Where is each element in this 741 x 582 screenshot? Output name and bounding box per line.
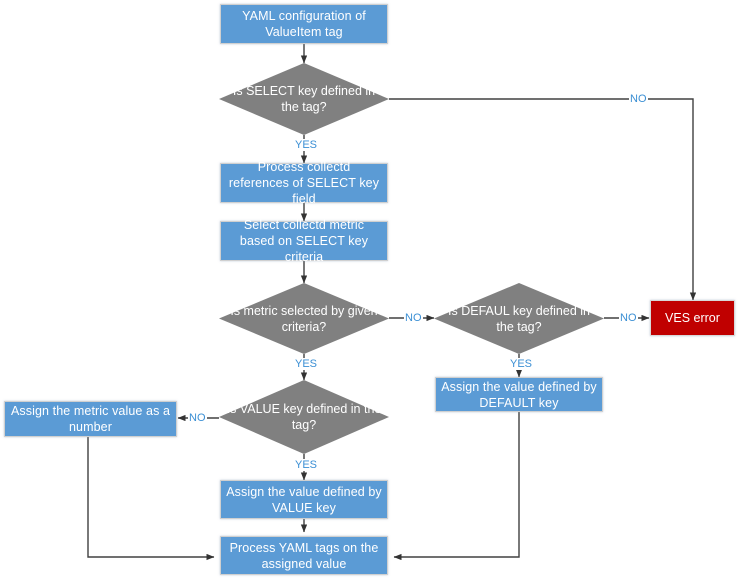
edge-assignnumber-to-processyaml bbox=[87, 437, 215, 561]
node-decision-value-label: Is VALUE key defined in the tag? bbox=[226, 402, 382, 432]
node-assign-default-label: Assign the value defined by DEFAULT key bbox=[441, 379, 597, 410]
node-start[interactable]: YAML configuration of ValueItem tag bbox=[220, 4, 388, 44]
node-decision-value[interactable]: Is VALUE key defined in the tag? bbox=[219, 380, 389, 454]
node-select-metric-label: Select collectd metric based on SELECT k… bbox=[239, 218, 369, 264]
node-process-yaml-tags[interactable]: Process YAML tags on the assigned value bbox=[220, 536, 388, 575]
node-assign-default[interactable]: Assign the value defined by DEFAULT key bbox=[435, 377, 603, 412]
node-decision-select[interactable]: Is SELECT key defined in the tag? bbox=[219, 63, 389, 135]
node-assign-metric-number-label: Assign the metric value as a number bbox=[10, 404, 171, 434]
node-assign-metric-number[interactable]: Assign the metric value as a number bbox=[4, 401, 177, 437]
node-process-references-label: Process collectd references of SELECT ke… bbox=[228, 160, 380, 206]
node-ves-error-label: VES error bbox=[665, 311, 720, 325]
edge-label-value-yes: YES bbox=[294, 459, 319, 471]
edge-label-metric-yes: YES bbox=[294, 358, 319, 370]
node-start-label: YAML configuration of ValueItem tag bbox=[242, 9, 366, 39]
node-assign-value[interactable]: Assign the value defined by VALUE key bbox=[220, 480, 388, 519]
edge-label-value-no: NO bbox=[188, 412, 207, 424]
node-ves-error[interactable]: VES error bbox=[650, 300, 735, 336]
node-select-metric[interactable]: Select collectd metric based on SELECT k… bbox=[220, 218, 388, 264]
node-process-yaml-tags-label: Process YAML tags on the assigned value bbox=[229, 540, 379, 571]
edge-label-defaul-yes: YES bbox=[509, 358, 534, 370]
node-decision-metric-selected[interactable]: Is metric selected by given criteria? bbox=[219, 283, 389, 354]
edge-label-select-no: NO bbox=[629, 93, 648, 105]
edge-assigndefault-to-processyaml bbox=[393, 412, 520, 561]
node-assign-value-label: Assign the value defined by VALUE key bbox=[226, 484, 382, 515]
node-decision-defaul[interactable]: Is DEFAUL key defined in the tag? bbox=[434, 283, 604, 354]
edge-select-no-to-error bbox=[389, 98, 697, 301]
node-decision-select-label: Is SELECT key defined in the tag? bbox=[232, 84, 376, 114]
node-decision-metric-selected-label: Is metric selected by given criteria? bbox=[230, 303, 378, 334]
edge-label-select-yes: YES bbox=[294, 139, 319, 151]
node-process-references[interactable]: Process collectd references of SELECT ke… bbox=[220, 160, 388, 206]
edge-label-metric-no: NO bbox=[404, 312, 423, 324]
edge-label-defaul-no: NO bbox=[619, 312, 638, 324]
node-decision-defaul-label: Is DEFAUL key defined in the tag? bbox=[448, 303, 590, 334]
